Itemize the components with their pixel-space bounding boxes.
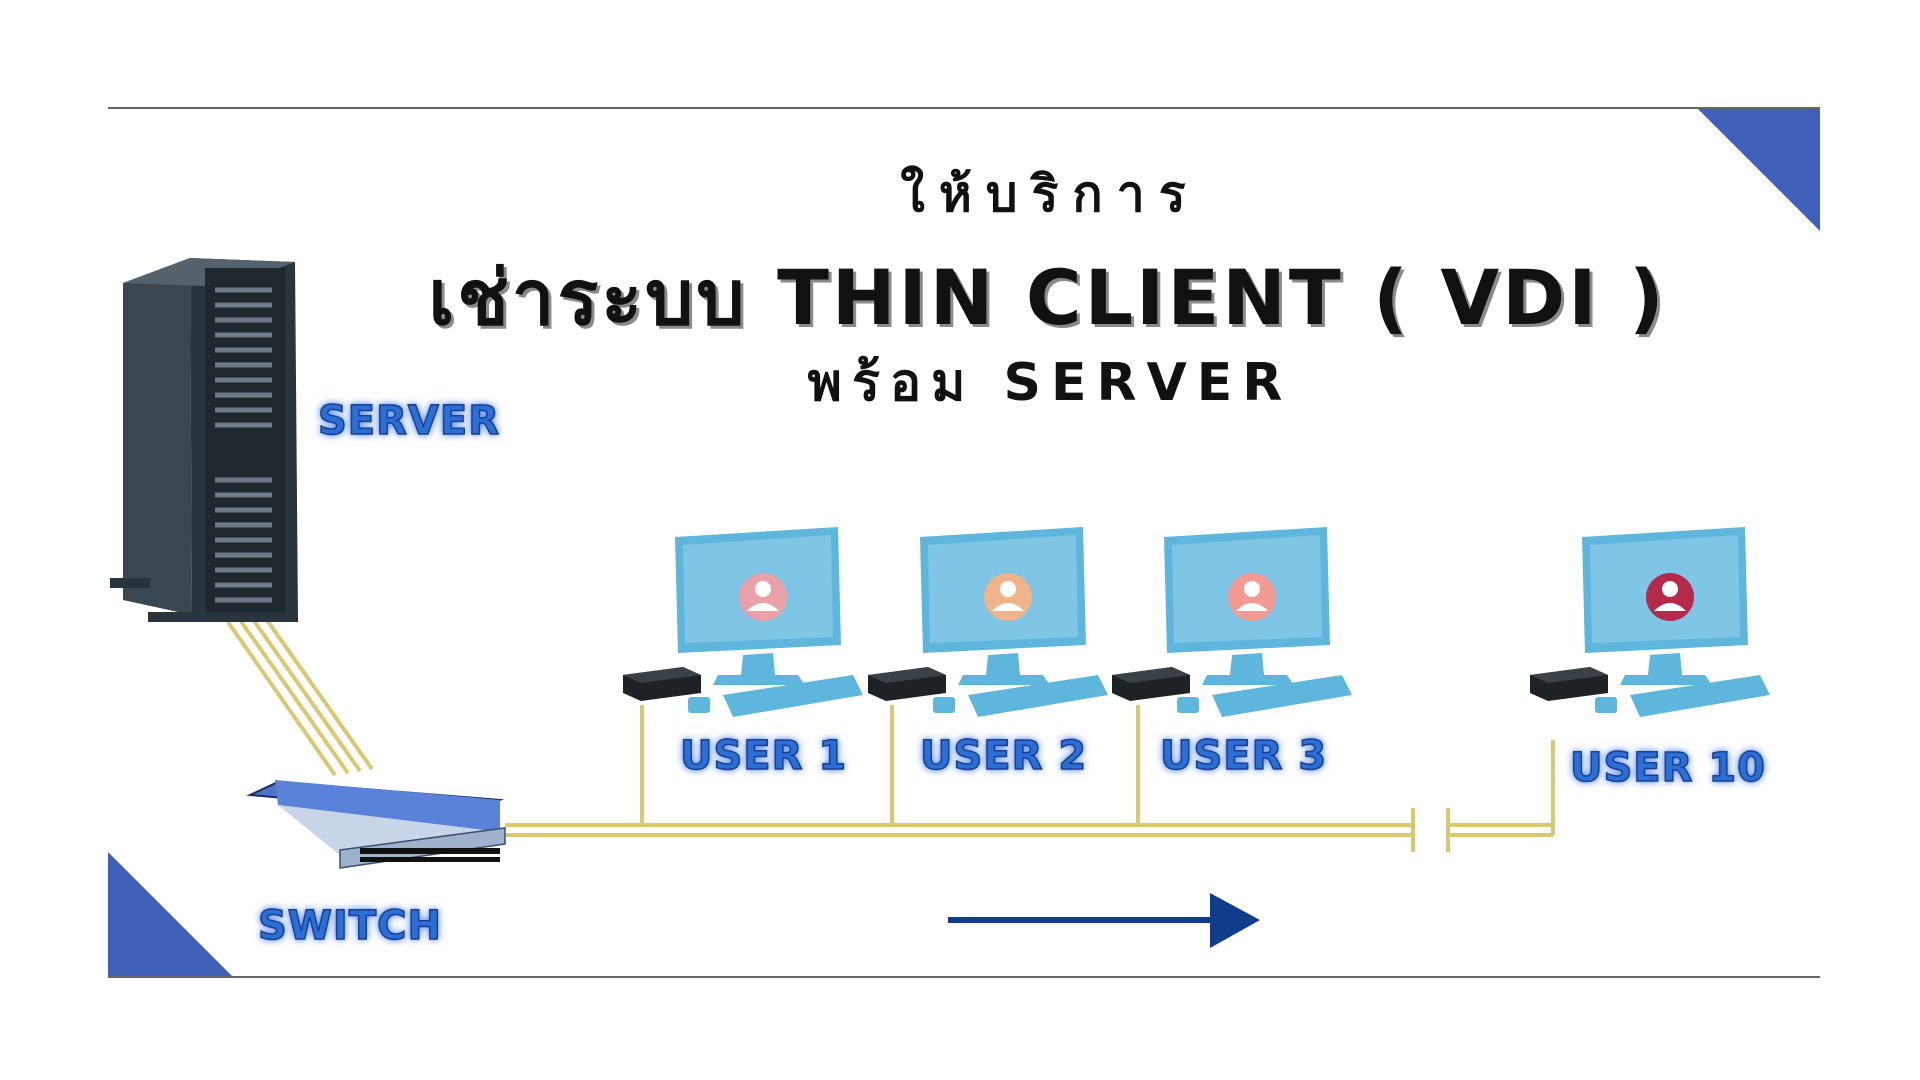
- main-bus-cables: [505, 705, 1555, 852]
- switch-label: SWITCH: [257, 902, 442, 950]
- network-switch-icon: [246, 780, 506, 869]
- title-line-2: เช่าระบบ THIN CLIENT ( VDI ): [428, 253, 1667, 342]
- server-tower-icon: [110, 258, 298, 622]
- workstation-user-2: [868, 527, 1108, 717]
- direction-arrow-icon: [948, 893, 1260, 948]
- title-line-1: ให้บริการ: [900, 165, 1200, 223]
- workstation-user-10: [1530, 527, 1770, 717]
- workstation-user-3: [1112, 527, 1352, 717]
- top-right-corner-triangle: [1698, 109, 1820, 231]
- bottom-left-corner-triangle: [108, 852, 232, 976]
- user-1-label: USER 1: [679, 732, 848, 780]
- user-10-label: USER 10: [1569, 744, 1767, 792]
- workstation-user-1: [623, 527, 863, 717]
- user-3-label: USER 3: [1159, 732, 1328, 780]
- server-switch-cables: [226, 614, 374, 777]
- server-label: SERVER: [317, 397, 501, 445]
- title-line-3: พร้อม SERVER: [807, 353, 1293, 413]
- user-2-label: USER 2: [919, 732, 1088, 780]
